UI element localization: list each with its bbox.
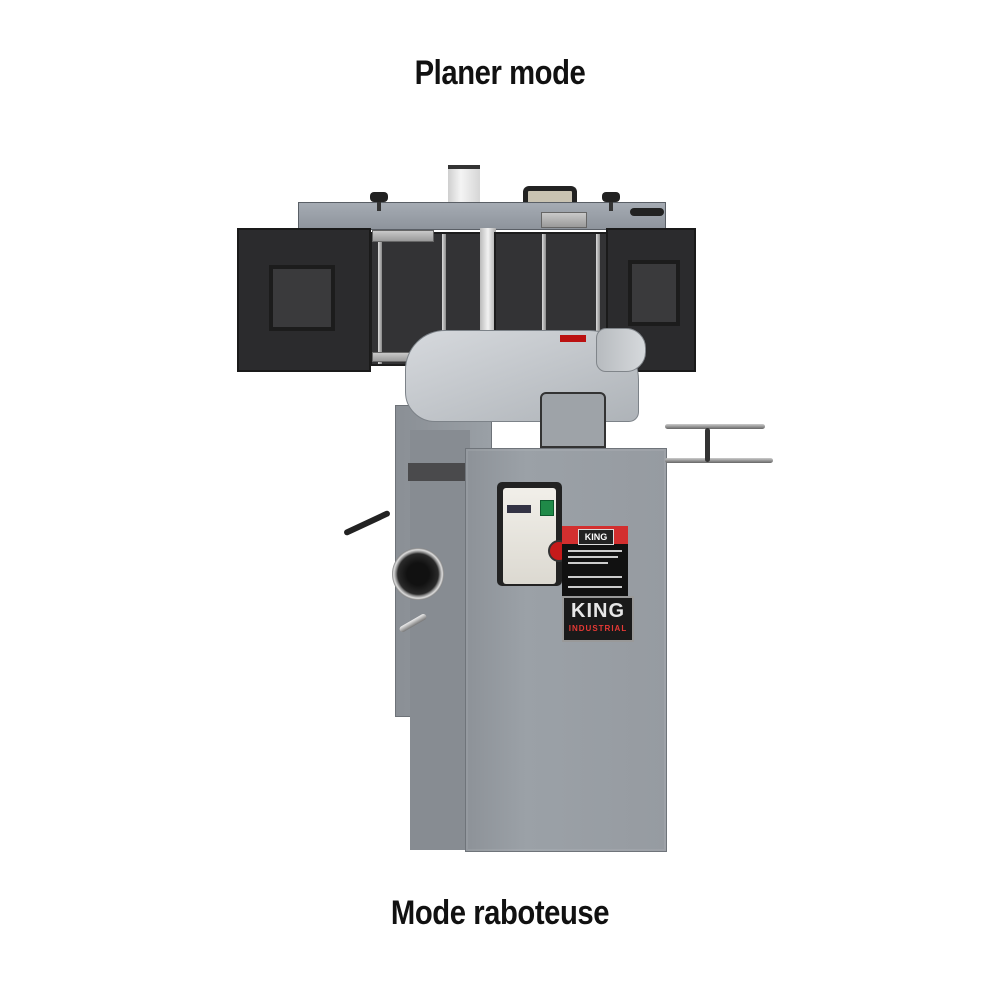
hood-warning-label: [560, 335, 586, 342]
lock-knob-left: [370, 192, 388, 202]
lock-knob-stem-left: [377, 197, 381, 211]
warning-text-line: [568, 550, 622, 552]
roller-bar: [665, 458, 773, 463]
height-handwheel: [392, 548, 444, 600]
guide-rod: [542, 234, 546, 364]
guide-rod: [378, 234, 382, 364]
roller-bar: [665, 424, 765, 429]
machine-body-side: [410, 430, 470, 850]
switch-label: [507, 505, 531, 513]
table-bracket: [372, 230, 434, 242]
warning-text-line: [568, 586, 622, 588]
guide-rod: [596, 234, 600, 364]
roller-arm: [705, 428, 710, 462]
center-column: [480, 228, 496, 338]
warning-text-line: [568, 556, 618, 558]
caption-mode-raboteuse: Mode raboteuse: [390, 894, 610, 932]
cutter-head-housing: [540, 392, 606, 448]
front-cabinet-panel: [465, 448, 667, 852]
brand-logo-text: KING: [571, 600, 625, 622]
warning-text-line: [568, 576, 622, 578]
warning-plate: KING: [562, 526, 628, 596]
dust-chute: [596, 328, 646, 372]
brand-subtitle: INDUSTRIAL: [568, 624, 628, 633]
table-rib: [269, 265, 335, 331]
table-bracket: [541, 212, 587, 228]
side-roller-support: [665, 418, 773, 470]
table-rib: [628, 260, 680, 326]
brand-nameplate: KING INDUSTRIAL: [562, 596, 634, 642]
warning-plate-logo: KING: [578, 529, 614, 545]
lock-knob-right: [602, 192, 620, 202]
infeed-table-outer: [237, 228, 371, 372]
caption-planer-mode: Planer mode: [414, 54, 586, 92]
warning-text-line: [568, 562, 608, 564]
lock-knob-stem-right: [609, 197, 613, 211]
guide-rod: [442, 234, 446, 364]
start-button: [540, 500, 554, 516]
planer-bed: [408, 463, 478, 481]
table-lock-lever: [343, 509, 391, 537]
fence-crank: [630, 208, 664, 216]
